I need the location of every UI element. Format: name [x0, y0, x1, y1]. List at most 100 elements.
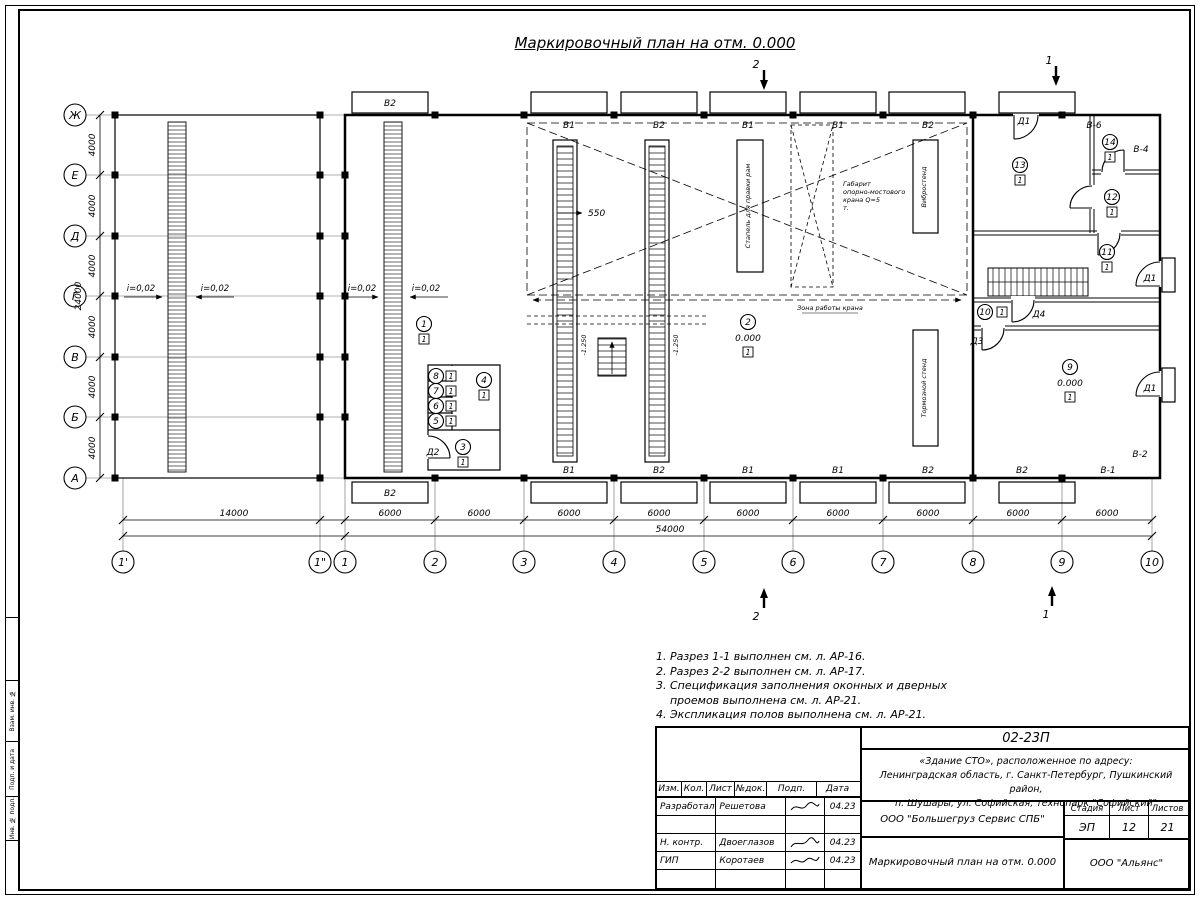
- dim-label: 14000: [220, 509, 249, 519]
- door-mark: Д1: [1143, 384, 1157, 394]
- side-stamp-cell: Подп. и дата: [5, 741, 19, 797]
- signature-row: [657, 816, 860, 834]
- floor-mark: 1: [461, 458, 466, 467]
- axis-col-label: 6: [790, 556, 797, 569]
- signature-cell: [786, 870, 826, 888]
- floor-mark: 1: [1105, 263, 1110, 272]
- section-mark-label: 1: [1046, 54, 1053, 67]
- date-cell: 04.23: [829, 801, 856, 812]
- room-number: 13: [1014, 161, 1026, 171]
- dim-label: 6000: [468, 509, 491, 519]
- window-mark: В1: [832, 466, 844, 476]
- pit-depth-label: -1.250: [672, 335, 680, 356]
- slope-label: i=0,02: [348, 284, 376, 294]
- sheet-label: Лист: [1110, 802, 1149, 815]
- crane-gabarit-label: Габарит: [843, 180, 871, 188]
- company-name: ООО "Большегруз Сервис СПБ": [862, 802, 1063, 838]
- door-d2: [427, 435, 451, 459]
- room-number: 14: [1104, 138, 1116, 148]
- right-section: Д3 Д4: [970, 112, 1164, 397]
- window-mark: В1: [742, 121, 754, 131]
- column-axes: 1' 1" 1 2 3 4 5 6 7 8 9 10: [111, 478, 1164, 574]
- crane-gabarit-label: т.: [843, 204, 849, 212]
- pit-stair: [597, 337, 627, 377]
- dim-label: 6000: [827, 509, 850, 519]
- floor-mark: 1: [1018, 176, 1023, 185]
- elevation-mark: 0.000: [1057, 379, 1083, 389]
- dim-label: 4000: [88, 436, 98, 459]
- floor-mark: 1: [1108, 153, 1113, 162]
- name-cell: Коротаев: [716, 852, 786, 869]
- header-cell: Кол.: [682, 782, 707, 796]
- slope-label: i=0,02: [201, 284, 229, 294]
- signature-row: Разработал Решетова 04.23: [657, 798, 860, 816]
- dim-label: 6000: [648, 509, 671, 519]
- name-cell: [716, 870, 786, 888]
- header-cell: Изм.: [657, 782, 682, 796]
- date-cell: [825, 870, 860, 888]
- dim-label: 4000: [88, 133, 98, 156]
- room-number: 8: [433, 372, 439, 382]
- drawing-notes: 1. Разрез 1-1 выполнен см. л. АР-16. 2. …: [656, 650, 947, 723]
- role-cell: [657, 816, 717, 833]
- equipment-brake-stand: Тормозной стенд: [912, 329, 939, 447]
- axis-row-label: Г: [72, 290, 79, 303]
- canopies-top: В2: [351, 91, 1076, 114]
- axis-row-label: Б: [71, 411, 79, 424]
- window-mark: В2: [653, 466, 665, 476]
- room-number: 9: [1067, 363, 1073, 373]
- room-number: 6: [433, 402, 439, 412]
- floor-mark: 1: [449, 387, 454, 396]
- dim-label: 6000: [558, 509, 581, 519]
- section-mark-label: 2: [753, 58, 760, 71]
- stage-value: ЭП: [1065, 816, 1110, 838]
- note-line: 1. Разрез 1-1 выполнен см. л. АР-16.: [656, 650, 866, 663]
- door-mark: Д1: [1017, 117, 1031, 127]
- date-cell: [825, 816, 860, 833]
- left-dimension-chain: 4000 4000 4000 4000 4000 4000 24000: [74, 110, 105, 483]
- room-number: 4: [481, 376, 487, 386]
- stage-values-row: ЭП 12 21: [1065, 816, 1188, 840]
- signature-row: [657, 870, 860, 888]
- door-d1-top: [1013, 114, 1039, 140]
- sheet-frame: [18, 9, 1191, 891]
- window-mark: В-6: [1086, 121, 1101, 131]
- signature-scribble: [790, 801, 820, 810]
- axis-col-label: 4: [611, 556, 618, 569]
- title-block-main: 02-23П «Здание СТО», расположенное по ад…: [862, 728, 1190, 888]
- dim-label: 6000: [737, 509, 760, 519]
- window-mark: В-2: [1132, 450, 1147, 460]
- window-mark: В2: [384, 99, 396, 109]
- window-marks-bottom: В1 В2 В1 В1 В2 В2 В-1 В-2: [563, 450, 1148, 476]
- floor-mark: 1: [746, 348, 751, 357]
- side-label: Подп. и дата: [8, 748, 16, 790]
- title-block-left-column: ООО "Большегруз Сервис СПБ" Маркировочны…: [862, 802, 1065, 888]
- crane-zone-label: Зона работы крана: [797, 304, 863, 312]
- equipment-label: Тормозной стенд: [920, 358, 928, 418]
- dim-total-label: 54000: [656, 525, 685, 535]
- signature-cell: [786, 816, 826, 833]
- header-cell: Лист: [707, 782, 735, 796]
- drawing-title: Маркировочный план на отм. 0.000: [868, 856, 1057, 868]
- service-pit-2: -1.250: [644, 139, 680, 463]
- sheet-outer-border: [5, 5, 1195, 895]
- side-stamp-cell: Взам. инв. №: [5, 680, 19, 742]
- door-room12: [1069, 185, 1093, 209]
- section-mark-label: 2: [753, 610, 760, 623]
- floor-mark: 1: [449, 372, 454, 381]
- door-mark: Д4: [1032, 310, 1046, 320]
- dim-label: 6000: [1007, 509, 1030, 519]
- project-description: «Здание СТО», расположенное по адресу: Л…: [862, 750, 1190, 809]
- axis-col-label: 1: [342, 556, 349, 569]
- axis-col-label: 1": [314, 556, 326, 569]
- window-mark: В2: [922, 466, 934, 476]
- role-cell: [657, 870, 717, 888]
- dim-total-label: 24000: [74, 281, 84, 310]
- signature-header-row: Изм. Кол. Лист №док. Подп. Дата: [657, 782, 860, 798]
- sheets-label: Листов: [1151, 803, 1184, 814]
- axis-col-label: 3: [521, 556, 528, 569]
- axis-col-label: 7: [880, 556, 887, 569]
- column-marks: [111, 111, 324, 482]
- floor-mark: 1: [1068, 393, 1073, 402]
- elevation-mark: 0.000: [735, 334, 761, 344]
